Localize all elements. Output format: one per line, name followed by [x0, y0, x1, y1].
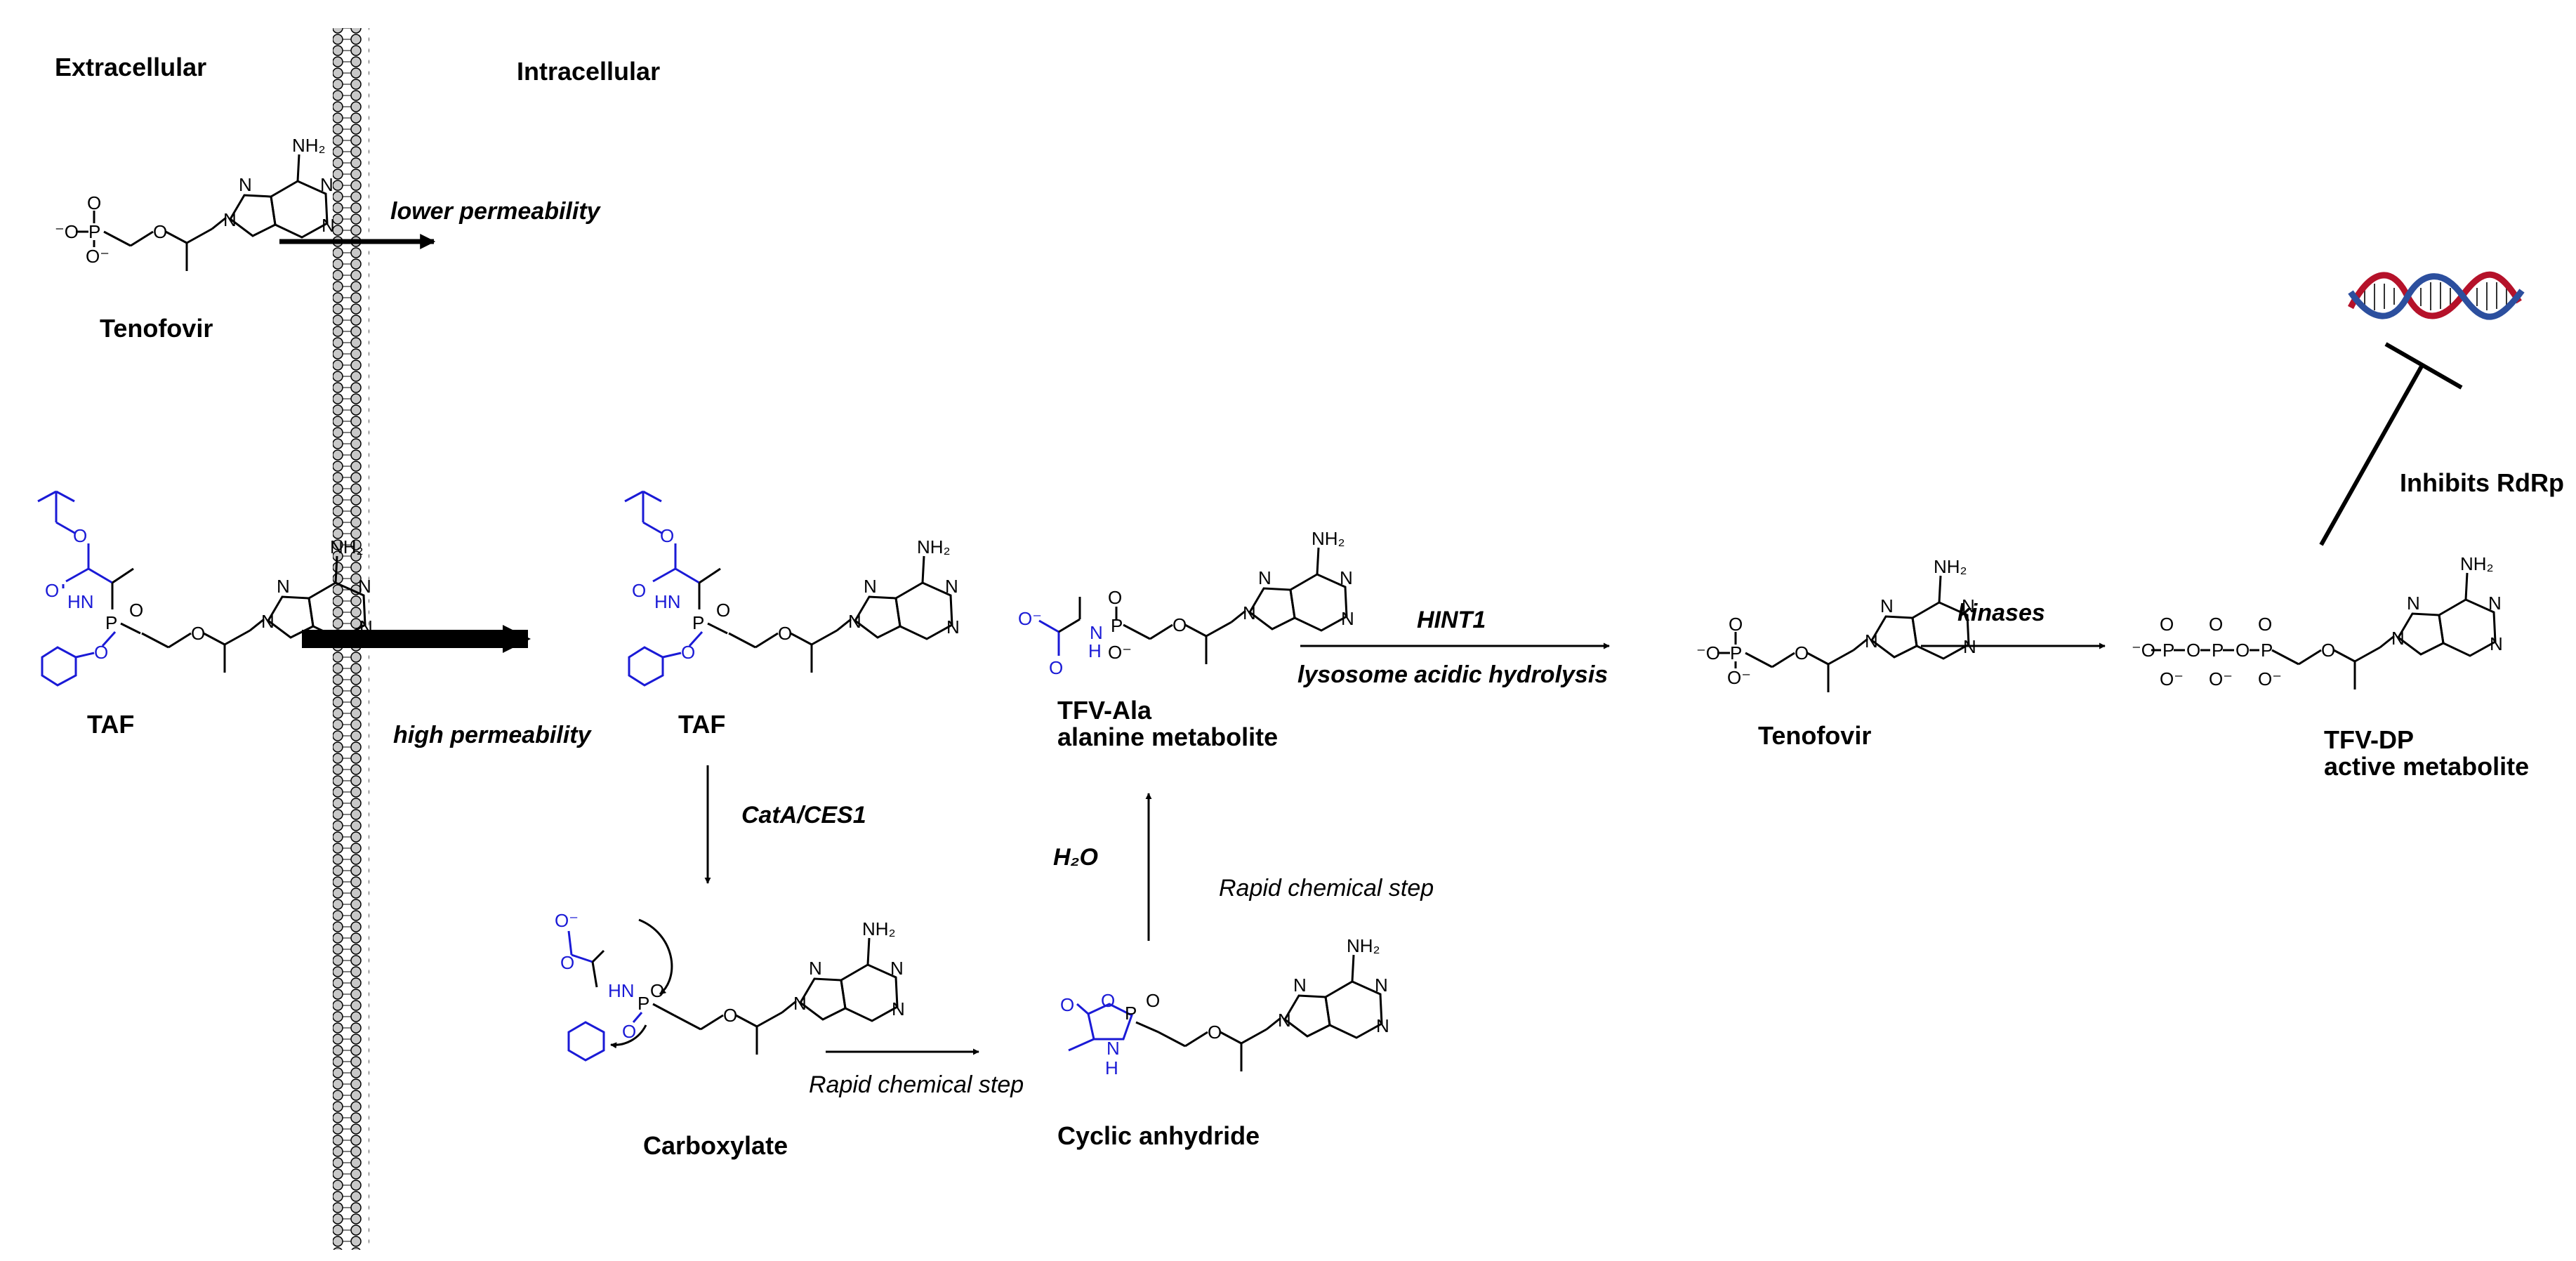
svg-text:P: P: [1125, 1003, 1137, 1024]
svg-text:O: O: [87, 192, 101, 213]
svg-text:⁻O: ⁻O: [1696, 642, 1720, 663]
svg-text:P: P: [2162, 640, 2174, 661]
svg-text:O: O: [94, 642, 108, 663]
svg-text:HN: HN: [654, 591, 681, 612]
taf-label-1: TAF: [87, 710, 134, 739]
rapid-step-label-1: Rapid chemical step: [809, 1071, 1024, 1098]
svg-text:N: N: [1107, 1038, 1120, 1059]
tfv-ala-label-line1: TFV-Ala: [1057, 696, 1152, 725]
rapid-step-label-2: Rapid chemical step: [1219, 875, 1434, 902]
svg-text:O: O: [2209, 614, 2223, 635]
svg-text:O: O: [1101, 990, 1115, 1011]
svg-text:O: O: [650, 980, 664, 1001]
svg-text:O: O: [45, 580, 59, 601]
svg-text:O: O: [632, 580, 646, 601]
svg-text:O: O: [660, 525, 674, 546]
inhibition-bar: [2384, 342, 2463, 390]
svg-text:O: O: [560, 952, 574, 973]
tenofovir-label-2: Tenofovir: [1758, 721, 1871, 750]
cyclic-anhydride-label: Cyclic anhydride: [1057, 1121, 1260, 1150]
svg-text:O⁻: O⁻: [1018, 608, 1042, 629]
svg-text:O⁻: O⁻: [2209, 668, 2233, 689]
tenofovir-structure-1: ⁻O P O O⁻: [55, 135, 335, 271]
hint1-label: HINT1: [1417, 607, 1486, 633]
svg-text:O⁻: O⁻: [1108, 642, 1132, 663]
svg-text:O: O: [716, 600, 730, 621]
cata-ces1-label: CatA/CES1: [741, 802, 866, 828]
svg-text:P: P: [105, 612, 117, 633]
svg-text:O: O: [2235, 640, 2250, 661]
extracellular-label: Extracellular: [55, 53, 206, 81]
tfv-dp-structure: ⁻O P O O⁻ O P O O⁻ O P O O⁻: [2132, 553, 2503, 689]
tfv-dp-label-line2: active metabolite: [2324, 752, 2529, 781]
svg-text:O: O: [73, 525, 87, 546]
svg-text:HN: HN: [67, 591, 94, 612]
svg-text:O⁻: O⁻: [2258, 668, 2282, 689]
high-permeability-label: high permeability: [393, 722, 593, 748]
inhibition-line: [2319, 364, 2424, 546]
svg-text:P: P: [1111, 615, 1123, 636]
svg-text:O: O: [2160, 614, 2174, 635]
svg-text:P: P: [692, 612, 704, 633]
tenofovir-label-1: Tenofovir: [100, 314, 213, 343]
tenofovir-structure-2: ⁻O P O O⁻: [1696, 556, 1976, 692]
svg-text:O: O: [1108, 587, 1122, 608]
h2o-label: H₂O: [1053, 844, 1098, 871]
svg-text:H: H: [1105, 1057, 1118, 1078]
intracellular-label: Intracellular: [517, 57, 660, 86]
taf-label-2: TAF: [678, 710, 725, 739]
taf-structure-1: O O HN P O O: [37, 490, 373, 687]
svg-text:O: O: [681, 642, 695, 663]
svg-text:O: O: [1729, 614, 1743, 635]
svg-text:O⁻: O⁻: [2160, 668, 2184, 689]
svg-text:P: P: [1730, 642, 1742, 663]
svg-text:P: P: [2261, 640, 2273, 661]
lower-permeability-label: lower permeability: [390, 198, 602, 225]
svg-text:O⁻: O⁻: [1727, 667, 1751, 688]
svg-text:O: O: [1060, 994, 1074, 1015]
svg-text:O: O: [1146, 990, 1160, 1011]
taf-structure-2: O O HN P O O: [624, 490, 960, 687]
dna-double-helix-icon: [2348, 271, 2525, 320]
svg-text:P: P: [638, 993, 649, 1014]
carboxylate-label: Carboxylate: [643, 1131, 788, 1160]
tfv-dp-label-line1: TFV-DP: [2324, 725, 2414, 754]
carboxylate-structure: O⁻ O HN P O O: [555, 910, 905, 1062]
svg-text:⁻O: ⁻O: [55, 221, 79, 242]
svg-text:O: O: [129, 600, 143, 621]
svg-text:O: O: [2258, 614, 2272, 635]
lysosome-label: lysosome acidic hydrolysis: [1297, 661, 1608, 688]
svg-text:O: O: [622, 1021, 636, 1042]
svg-text:O⁻: O⁻: [555, 910, 579, 931]
cyclic-anhydride-structure: O O P O N H: [1060, 935, 1389, 1078]
svg-text:N: N: [1090, 622, 1103, 643]
svg-text:P: P: [2212, 640, 2224, 661]
svg-text:O: O: [2186, 640, 2200, 661]
svg-text:H: H: [1088, 640, 1102, 661]
tfv-ala-structure: O⁻ O N H P O O⁻: [1018, 528, 1354, 678]
svg-text:O⁻: O⁻: [86, 246, 110, 267]
svg-text:HN: HN: [608, 980, 635, 1001]
svg-text:O: O: [1049, 657, 1063, 678]
kinases-label: kinases: [1957, 600, 2045, 626]
tfv-ala-label-line2: alanine metabolite: [1057, 722, 1278, 751]
svg-text:P: P: [88, 221, 100, 242]
inhibits-rdrp-label: Inhibits RdRp: [2400, 468, 2564, 497]
